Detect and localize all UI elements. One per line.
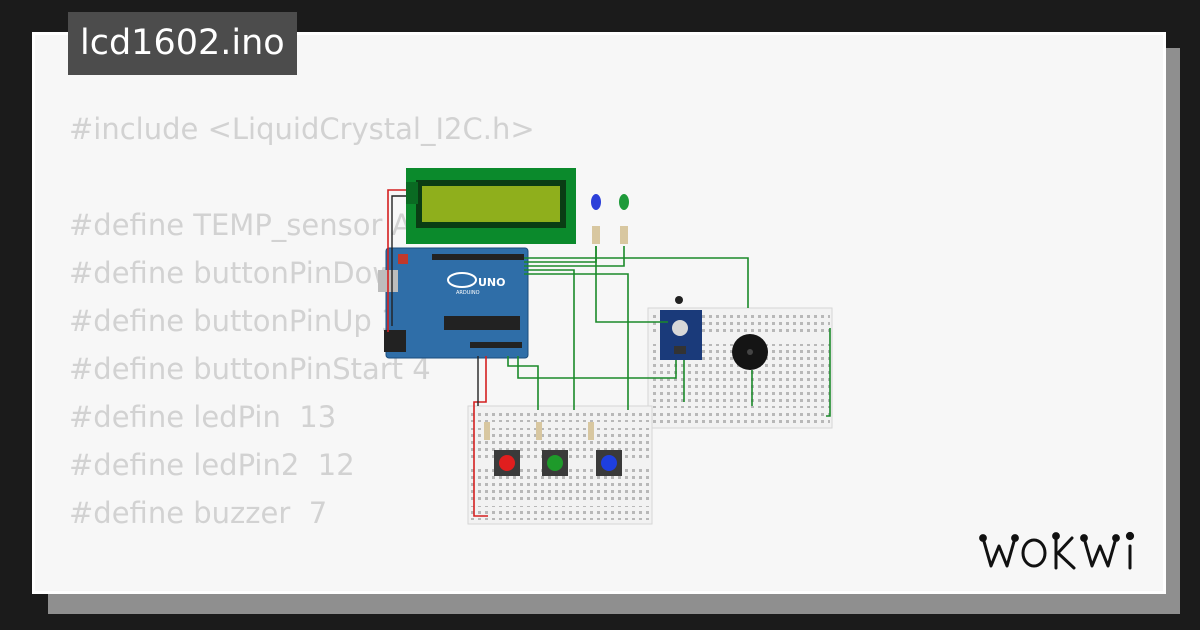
code-line: #define buzzer 7 — [69, 496, 328, 530]
preview-card: #include <LiquidCrystal_I2C.h>#define TE… — [32, 32, 1166, 594]
circuit-diagram: UNO ARDUINO — [378, 168, 833, 525]
push-button-red — [494, 450, 520, 476]
resistor — [536, 422, 542, 440]
code-line: #define buttonPinStart 4 — [69, 352, 431, 386]
arduino-uno-board: UNO ARDUINO — [378, 247, 529, 359]
lcd-module — [406, 168, 576, 244]
wokwi-logo-icon — [979, 531, 1135, 570]
code-line — [69, 537, 569, 585]
svg-text:ARDUINO: ARDUINO — [456, 290, 480, 296]
push-button-green — [542, 450, 568, 476]
push-button-blue — [596, 450, 622, 476]
wires-black — [391, 195, 479, 406]
led-green — [619, 194, 629, 244]
resistor — [588, 422, 594, 440]
wires-red — [387, 189, 488, 517]
code-line: #include <LiquidCrystal_I2C.h> — [69, 112, 535, 146]
led-blue — [591, 194, 601, 244]
code-line: LiquidCrystal_I2C lcd(0x27, 16, 2); — [69, 585, 569, 591]
temperature-sensor-module — [660, 296, 702, 360]
file-name-tab: lcd1602.ino — [68, 12, 297, 75]
wires-green — [507, 246, 831, 417]
resistor — [484, 422, 490, 440]
svg-text:UNO: UNO — [478, 276, 506, 289]
code-snippet: #include <LiquidCrystal_I2C.h>#define TE… — [69, 105, 569, 591]
code-line: #define ledPin 13 — [69, 400, 337, 434]
code-line: #define buttonPinUp 3 — [69, 304, 400, 338]
code-line: #define ledPin2 12 — [69, 448, 355, 482]
